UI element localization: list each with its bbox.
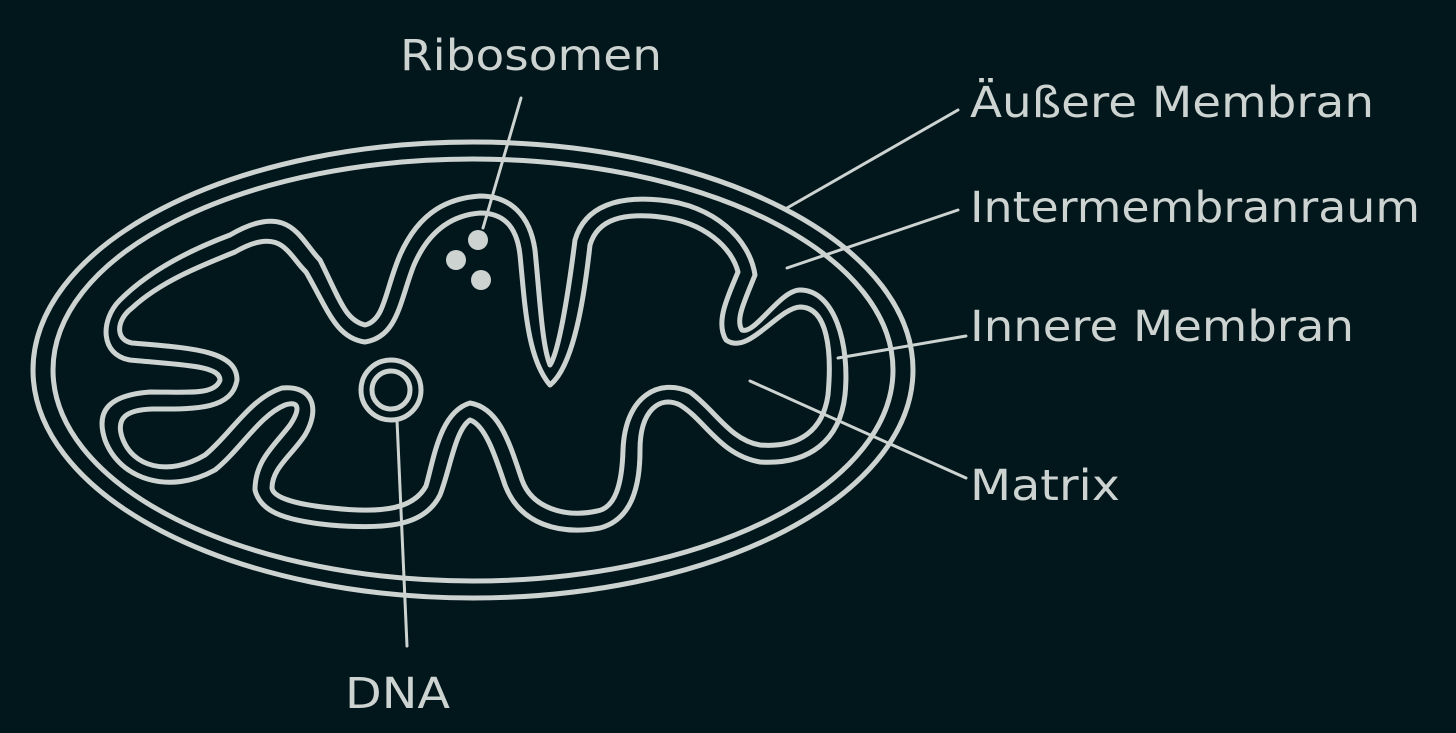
label-inner-membrane: Innere Membran [970,302,1354,352]
leader-line-inner-membrane [836,334,968,360]
inner-membrane [99,193,849,533]
label-dna: DNA [345,669,451,719]
outer-membrane-inner-line [50,156,896,584]
label-intermembrane-space: Intermembranraum [970,183,1420,233]
leader-line-matrix [748,379,968,480]
label-outer-membrane: Äußere Membran [970,77,1374,128]
labels: Ribosomen Äußere Membran Intermembranrau… [345,31,1420,719]
leader-line-dna [395,418,409,648]
ribosome-dots [446,230,491,290]
outer-membrane-outer-line [30,139,916,601]
leader-line-ribosomes [481,96,523,230]
dna-ring [358,357,424,423]
dna-ring-inner [369,368,413,412]
outer-membrane [30,139,916,601]
leader-lines [395,96,968,648]
label-ribosomes: Ribosomen [400,31,662,81]
inner-membrane-outer-line [99,193,849,533]
leader-line-intermembrane-space [785,208,960,270]
leader-line-outer-membrane [785,108,960,210]
ribosome-dot [471,270,491,290]
ribosome-dot [446,250,466,270]
label-matrix: Matrix [970,461,1120,511]
inner-membrane-inner-line [117,210,832,516]
dna-ring-outer [358,357,424,423]
ribosome-dot [468,230,488,250]
